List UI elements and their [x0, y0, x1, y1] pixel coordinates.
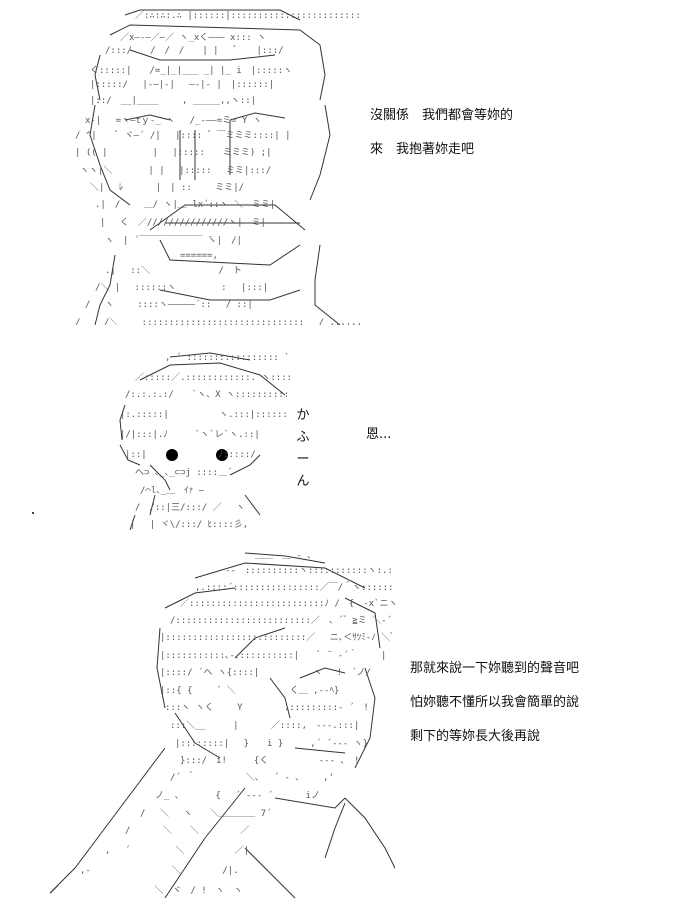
svg-text:, ´ ::::::::::::::::: ` 丶: , ´ ::::::::::::::::: ` 丶 [165, 352, 290, 363]
speech-line: 沒關係 我們都會等妳的 [370, 108, 514, 123]
svg-text:|::::::::::::::::::::::::::／: |::::::::::::::::::::::::::／ ニ､＜ｻﾂﾐ‐ﾉ ＼ﾞ… [160, 632, 395, 643]
svg-text:|/|:::|.ﾉ `ヽ`レ`ヽ.::|: |/|:::|.ﾉ `ヽ`レ`ヽ.::| [120, 429, 260, 440]
svg-text:,‐ ＼ /|.: ,‐ ＼ /|. [80, 865, 239, 876]
svg-text:======,: ======, [180, 251, 218, 261]
svg-text:/ ＼ ＼ ／: / ＼ ＼ ／ [125, 825, 249, 836]
svg-text:|::{ { ´ ＼ く＿ ,‐‐ﾍ}: |::{ { ´ ＼ く＿ ,‐‐ﾍ} [160, 685, 339, 696]
speech-panel-1: 沒關係 我們都會等妳的 來 我抱著妳走吧 [370, 99, 513, 167]
svg-text:へ⊃ ､_､_⊂⊃j ::::＿´: へ⊃ ､_､_⊂⊃j ::::＿´ [135, 467, 232, 478]
svg-text:／:∴:∴:.∴ |::::::|:::::::::::::: ／:∴:∴:.∴ |::::::|:::::::::::::::::::::::… [135, 10, 360, 21]
speech-line: 恩... [366, 427, 392, 442]
svg-text:|:::::/ |‐―|‐| ―‐|‐ | |:::::: |:::::/ |‐―|‐| ―‐|‐ | |::::::| [90, 80, 274, 90]
svg-text:}:::/ i! {く ‐‐‐ ､ !: }:::/ i! {く ‐‐‐ ､ ! [180, 756, 359, 766]
svg-text:/ ＼ ヽ ＼＿＿＿＿ 7´: / ＼ ヽ ＼＿＿＿＿ 7´ [140, 808, 272, 819]
svg-text::::＼__ | ／::::, ‐‐‐.:::|: :::＼__ | ／::::, ‐‐‐.:::| [170, 720, 359, 731]
svg-text:.| / ＿/ ヽ|＿ lx´::ヽ ＼ ミミ|: .| / ＿/ ヽ|＿ lx´::ヽ ＼ ミミ| [95, 199, 275, 210]
panel-1: ／:∴:∴:.∴ |::::::|:::::::::::::::::::::::… [0, 0, 700, 330]
side-char: か [296, 408, 310, 423]
svg-text:/´ ＾ ＼、 ´ ‐ ､ ,': /´ ＾ ＼、 ´ ‐ ､ ,' [170, 770, 334, 783]
svg-text:く:::::| /=_|_|___ _| |_ i |::: く:::::| /=_|_|___ _| |_ i |:::::ヽ [90, 66, 292, 76]
svg-text:|::::::::| } i } ,´ ´‐‐‐ ヽ: |::::::::| } i } ,´ ´‐‐‐ ヽ} [175, 738, 368, 749]
stray-dot [32, 512, 34, 514]
svg-text:ノ_ ､ { ´ ‐‐‐ ´ iノ: ノ_ ､ { ´ ‐‐‐ ´ iノ [155, 790, 320, 801]
svg-text:|::/ __|____ , _____,,ヽ::|: |::/ __|____ , _____,,ヽ::| [90, 96, 256, 106]
svg-text:.| ::＼ / ト: .| ::＼ / ト [105, 265, 242, 276]
ascii-art-face-1: ／:∴:∴:.∴ |::::::|:::::::::::::::::::::::… [70, 5, 360, 325]
svg-text:/＼ | ::::::ヽ : |:::|: /＼ | ::::::ヽ : |:::| [95, 282, 268, 293]
svg-text:/⌒l､_＿ ｲｧ ―: /⌒l､_＿ ｲｧ ― [140, 486, 205, 496]
svg-text:/:::/ / / / | | ゛ |:::/: /:::/ / / / | | ゛ |:::/ [105, 45, 284, 56]
side-text-kafuun: か ふ ー ん [296, 405, 310, 493]
svg-text:ヽ | ´￣￣￣￣￣￣￣ ̄ヽ| /|: ヽ | ´￣￣￣￣￣￣￣ ̄ヽ| /| [105, 234, 242, 246]
svg-text:＼| ﾚ | | :: ミミ|/: ＼| ﾚ | | :: ミミ|/ [90, 182, 244, 193]
svg-text:,.::::´::::::::::::::::／￣/＾ヽ::: ,.::::´::::::::::::::::／￣/＾ヽ::::::::::ヽ [195, 580, 395, 593]
svg-text:|::| ﾉ:::::/: |::| ﾉ:::::/ [125, 450, 256, 460]
svg-text:|:::::::::::､‐､::::::::::| ﾞ: |:::::::::::､‐､::::::::::| ﾞ ¨ ‐´｀ | [160, 648, 386, 661]
svg-text:＿＿ ＿ ‐ ､: ＿＿ ＿ ‐ ､ [255, 551, 312, 561]
side-char: ん [296, 474, 310, 489]
svg-text:／:::::::::::::::::::::::::ﾉ /: ／:::::::::::::::::::::::::ﾉ / { ‐x`ニヽ.::… [180, 598, 395, 609]
svg-text:/ ヽ ::::ヽ―――――´:: / ::|: / ヽ ::::ヽ―――――´:: / ::| [85, 299, 253, 310]
svg-text:/:::::::::::::::::::::::::／ 、´: /:::::::::::::::::::::::::／ 、´゛≧ミ ＼‐´ V [170, 615, 395, 626]
svg-text:／ ＼ ヾ / ! ヽ ヽ: ／ ＼ ヾ / ! ヽ ヽ [50, 885, 243, 896]
ascii-art-face-3: ＿＿ ＿ ‐ ､ ‐‐ ::::::::::ヽ:::::::::::ヽ:.::.… [45, 548, 395, 903]
side-char: ふ [296, 430, 310, 445]
svg-text::::ヽ ヽく Y .:::::::::‐ ´: :::ヽ ヽく Y .:::::::::‐ ´ ! [165, 702, 369, 713]
panel-3: ＿＿ ＿ ‐ ､ ‐‐ ::::::::::ヽ:::::::::::ヽ:.::.… [0, 548, 700, 910]
svg-text:|:.:::::| ヽ.:::|:::::::::: |:.:::::| ヽ.:::|:::::::::::::| [120, 410, 290, 420]
svg-text:|::::/ ´ヘ ヽ{::::| ヽ ! ´ノ: |::::/ ´ヘ ヽ{::::| ヽ ! ´ノ/ [160, 667, 371, 678]
side-char: ー [296, 452, 310, 467]
svg-text:/ ^| ﾞ ヾ―´ /| |:::: ゛￣ミミミ:::: / ^| ﾞ ヾ―´ /| |:::: ゛￣ミミミ::::| | [75, 129, 291, 141]
speech-panel-3: 那就來說一下妳聽到的聲音吧 怕妳聽不懂所以我會簡單的說 剩下的等妳長大後再說 [410, 652, 579, 754]
svg-text:ヽヽ|＼ | | |::::: ミミ|:::/: ヽヽ|＼ | | |::::: ミミ|:::/ [80, 165, 271, 176]
svg-text:/ /＼ :::::::::::::::::::::: / /＼ :::::::::::::::::::::::::::::: / ,,… [75, 317, 360, 325]
svg-text:／:::::／.::::::::::::. ヽ:::::::: ／:::::／.::::::::::::. ヽ::::::::::::丶、 [135, 372, 290, 383]
svg-text:| | ヾ\/:::/ ﾋ::::彡,: | | ヾ\/:::/ ﾋ::::彡, [130, 519, 248, 530]
svg-text:／x―‐―／―／ ヽ_xく――― x::: ヽ: ／x―‐―／―／ ヽ_xく――― x::: ヽ [120, 32, 266, 43]
ascii-art-face-2: , ´ ::::::::::::::::: ` 丶 ／:::::／.::::::… [110, 345, 290, 535]
speech-panel-2: 恩... [366, 418, 391, 452]
svg-text:| く ／///////////////ヽ| ミ|: | く ／///////////////ヽ| ミ| [100, 217, 266, 228]
speech-line: 來 我抱著妳走吧 [370, 142, 475, 157]
speech-line: 怕妳聽不懂所以我會簡單的說 [410, 695, 580, 710]
svg-text:x‐| =ヽ―tｙ-_ ヽ /_-――=ミ= Y ヽ: x‐| =ヽ―tｙ-_ ヽ /_-――=ミ= Y ヽ [85, 116, 262, 126]
panel-2: , ´ ::::::::::::::::: ` 丶 ／:::::／.::::::… [0, 340, 700, 540]
svg-text:, ´ ＼ ／|: , ´ ＼ ／| [105, 845, 249, 856]
svg-text:/:.:.:.:/ `ヽ、X ヽ:::::::::::ヽ: /:.:.:.:/ `ヽ、X ヽ:::::::::::ヽ ‐‐ [125, 389, 290, 400]
svg-text:‐‐ ::::::::::ヽ:::::::::::ヽ:.::: ‐‐ ::::::::::ヽ:::::::::::ヽ:.::.､ [225, 566, 395, 576]
speech-line: 剩下的等妳長大後再說 [410, 729, 541, 744]
svg-text:| (( | | |::::: ミミミ) ;|: | (( | | |::::: ミミミ) ;| [75, 148, 272, 158]
svg-text:/ /::|三/:::/ ／ ヽ: / /::|三/:::/ ／ ヽ [135, 502, 245, 513]
speech-line: 那就來說一下妳聽到的聲音吧 [410, 661, 580, 676]
